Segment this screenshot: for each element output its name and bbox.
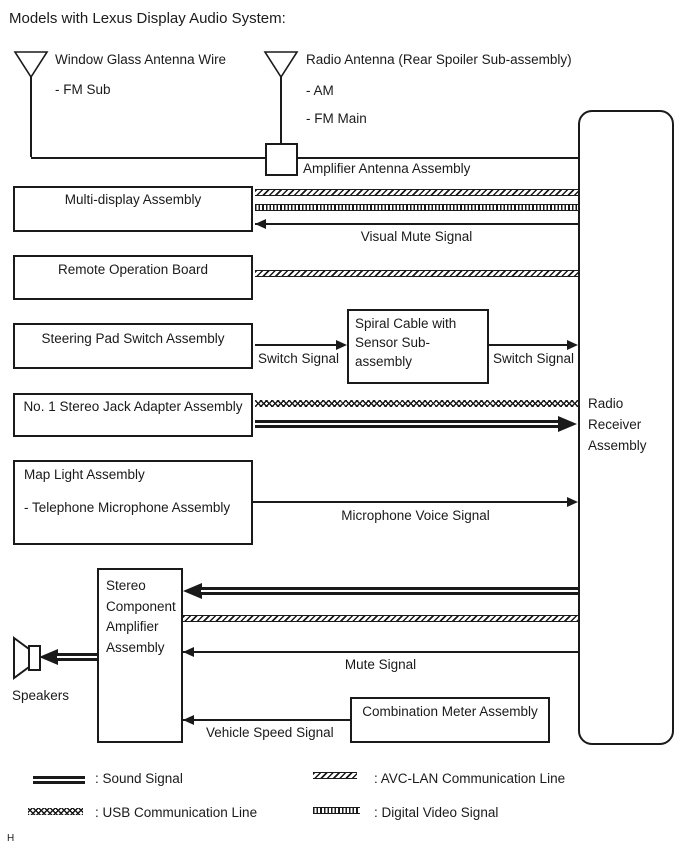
- visual-mute-line: [255, 223, 578, 225]
- amplifier-antenna-assembly-box: [265, 143, 298, 176]
- vehicle-speed-arrowhead: [183, 715, 194, 725]
- antenna-right-label: Radio Antenna (Rear Spoiler Sub-assembly…: [306, 52, 572, 67]
- antenna-right-band1-label: - AM: [306, 83, 334, 98]
- legend-digital-video-sample: [313, 807, 360, 814]
- switch-signal-line-left: [255, 344, 339, 346]
- page-title: Models with Lexus Display Audio System:: [9, 10, 286, 27]
- mute-signal-line: [183, 651, 578, 653]
- sound-to-speakers-arrowhead: [39, 649, 58, 665]
- radio-antenna-icon: [263, 50, 299, 80]
- amplifier-antenna-feed-line: [298, 157, 578, 159]
- mute-signal-arrowhead: [183, 647, 194, 657]
- stereo-component-amplifier-box: Stereo Component Amplifier Assembly: [97, 568, 183, 743]
- microphone-voice-arrowhead: [567, 497, 578, 507]
- sound-stereo-jack-arrowhead: [558, 416, 577, 432]
- microphone-voice-signal-label: Microphone Voice Signal: [341, 508, 490, 523]
- combination-meter-assembly-box: Combination Meter Assembly: [350, 697, 550, 743]
- avc-lan-line-amplifier: [183, 615, 578, 622]
- legend-sound-label: : Sound Signal: [95, 771, 183, 786]
- stereo-jack-adapter-label: No. 1 Stereo Jack Adapter Assembly: [23, 399, 243, 414]
- visual-mute-arrowhead: [255, 219, 266, 229]
- legend-digital-video-label: : Digital Video Signal: [374, 805, 499, 820]
- usb-line-stereo-jack: [255, 400, 578, 407]
- mute-signal-label: Mute Signal: [344, 657, 417, 672]
- antenna-left-band-label: - FM Sub: [55, 82, 111, 97]
- telephone-microphone-label: - Telephone Microphone Assembly: [24, 500, 231, 515]
- switch-signal-line-right: [489, 344, 571, 346]
- radio-receiver-assembly-label: Radio Receiver Assembly: [588, 396, 647, 453]
- antenna-left-feed-line: [31, 157, 265, 159]
- multi-display-assembly-box: Multi-display Assembly: [13, 186, 253, 232]
- footnote-mark: H: [7, 833, 15, 844]
- radio-receiver-assembly-box: Radio Receiver Assembly: [578, 110, 674, 745]
- visual-mute-signal-label: Visual Mute Signal: [360, 229, 473, 244]
- speakers-label: Speakers: [12, 688, 70, 703]
- steering-pad-switch-assembly-label: Steering Pad Switch Assembly: [41, 331, 225, 346]
- antenna-left-stem-line: [30, 76, 32, 157]
- legend-avc-lan-sample: [313, 772, 357, 779]
- vehicle-speed-signal-label: Vehicle Speed Signal: [206, 725, 334, 740]
- legend-usb-sample: [28, 808, 83, 815]
- digital-video-line-multi-display: [255, 204, 578, 211]
- antenna-left-label: Window Glass Antenna Wire: [55, 52, 227, 67]
- avc-lan-line-remote-board: [255, 270, 578, 277]
- avc-lan-line-multi-display: [255, 189, 578, 196]
- legend-avc-lan-label: : AVC-LAN Communication Line: [374, 771, 566, 786]
- speaker-icon: [12, 635, 42, 681]
- window-glass-antenna-icon: [13, 50, 49, 80]
- sound-line-to-speakers: [57, 653, 97, 661]
- sound-to-amplifier-arrowhead: [183, 583, 202, 599]
- stereo-component-amplifier-label: Stereo Component Amplifier Assembly: [106, 578, 176, 655]
- switch-signal-right-arrowhead: [567, 340, 578, 350]
- spiral-cable-label: Spiral Cable with Sensor Sub-assembly: [355, 316, 457, 369]
- multi-display-assembly-label: Multi-display Assembly: [64, 192, 202, 207]
- steering-pad-switch-assembly-box: Steering Pad Switch Assembly: [13, 323, 253, 369]
- antenna-right-stem-line: [280, 76, 282, 143]
- remote-operation-board-label: Remote Operation Board: [57, 262, 209, 277]
- map-light-assembly-box: Map Light Assembly - Telephone Microphon…: [13, 460, 253, 545]
- amplifier-antenna-assembly-label: Amplifier Antenna Assembly: [303, 161, 471, 176]
- remote-operation-board-box: Remote Operation Board: [13, 255, 253, 300]
- map-light-assembly-label: Map Light Assembly: [24, 467, 145, 482]
- sound-line-stereo-jack: [255, 420, 560, 428]
- switch-signal-left-label: Switch Signal: [258, 351, 340, 366]
- switch-signal-right-label: Switch Signal: [493, 351, 575, 366]
- microphone-voice-line: [253, 501, 569, 503]
- spiral-cable-box: Spiral Cable with Sensor Sub-assembly: [347, 309, 489, 384]
- antenna-right-band2-label: - FM Main: [306, 111, 367, 126]
- switch-signal-left-arrowhead: [336, 340, 347, 350]
- stereo-jack-adapter-box: No. 1 Stereo Jack Adapter Assembly: [13, 393, 253, 437]
- legend-sound-sample: [33, 776, 85, 784]
- vehicle-speed-line: [183, 719, 350, 721]
- combination-meter-assembly-label: Combination Meter Assembly: [362, 704, 538, 719]
- legend-usb-label: : USB Communication Line: [95, 805, 258, 820]
- sound-line-to-amplifier: [201, 587, 578, 595]
